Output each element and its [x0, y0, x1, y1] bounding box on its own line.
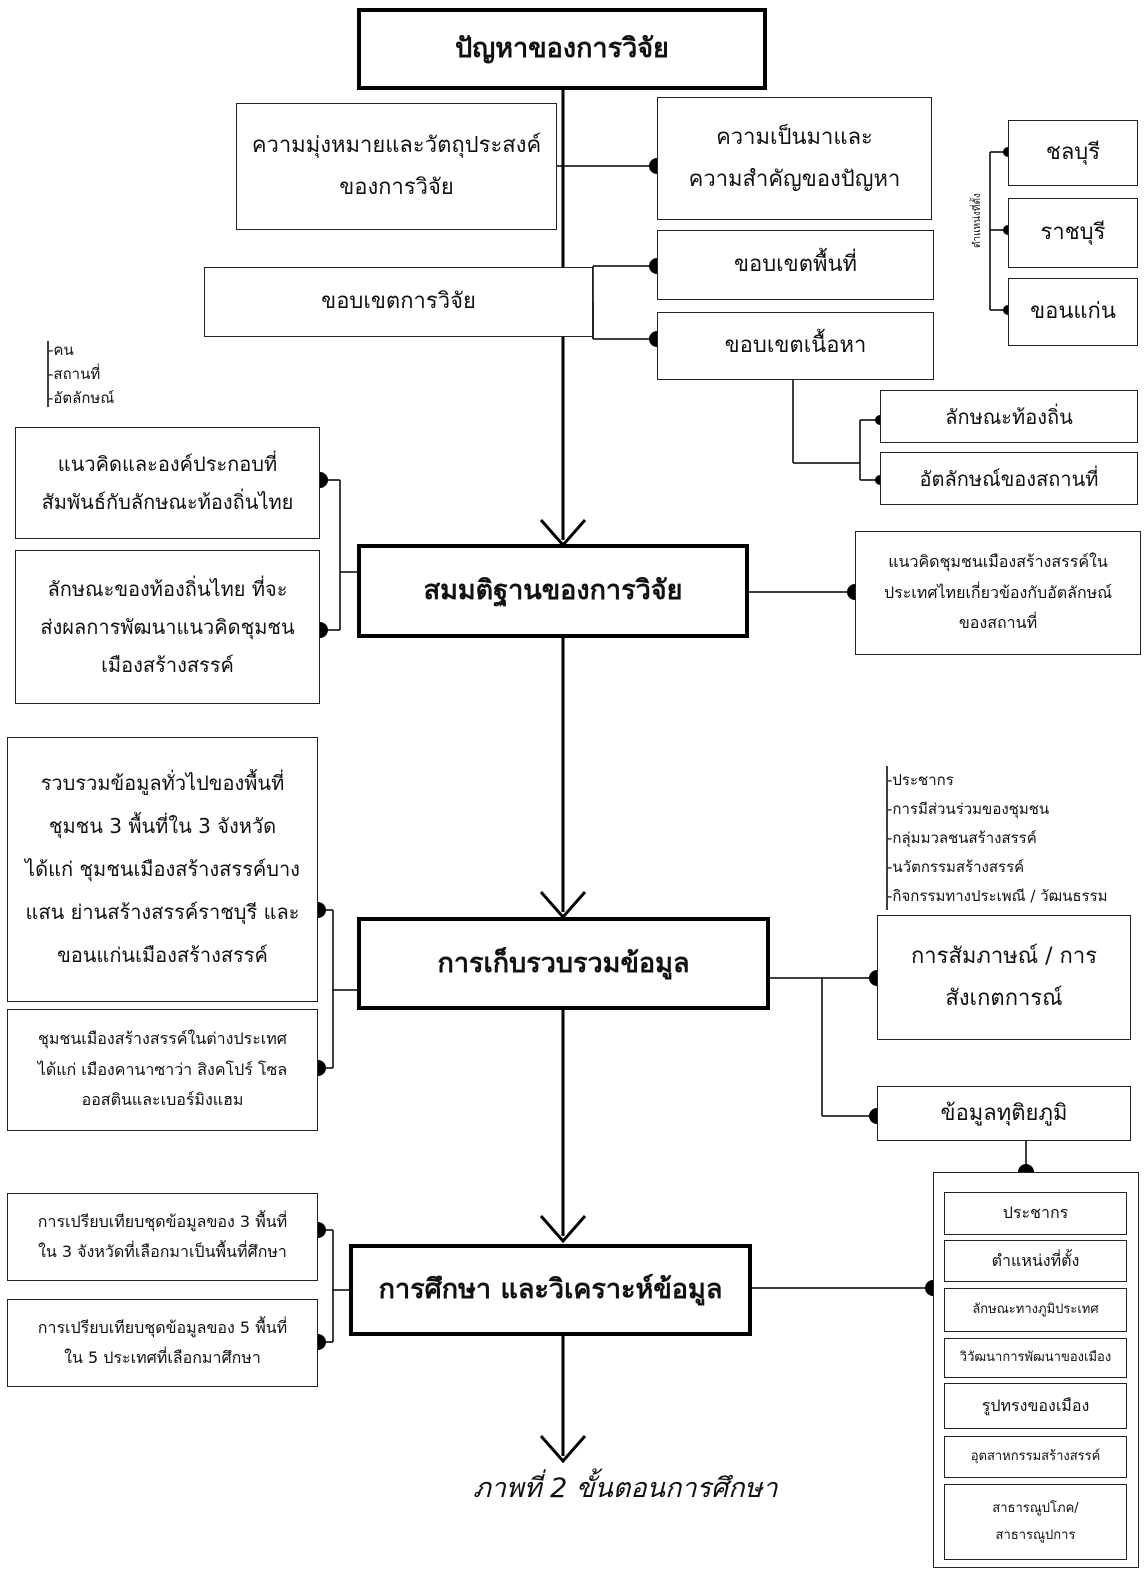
secondary-item: ประชากร	[944, 1192, 1127, 1235]
province-ratchaburi: ราชบุรี	[1008, 198, 1138, 268]
hyp-right-concept: แนวคิดชุมชนเมืองสร้างสรรค์ในประเทศไทยเกี…	[855, 531, 1141, 655]
step-hypothesis: สมมติฐานของการวิจัย	[357, 544, 749, 638]
content-local-character: ลักษณะท้องถิ่น	[880, 390, 1138, 443]
hyp-left-local-character: ลักษณะของท้องถิ่นไทย ที่จะส่งผลการพัฒนาแ…	[15, 550, 320, 704]
secondary-item: วิวัฒนาการพัฒนาของเมือง	[944, 1338, 1127, 1378]
secondary-item: อุตสาหกรรมสร้างสรรค์	[944, 1436, 1127, 1478]
hyp-left-concepts: แนวคิดและองค์ประกอบที่สัมพันธ์กับลักษณะท…	[15, 427, 320, 539]
content-scope-box: ขอบเขตเนื้อหา	[657, 312, 934, 380]
content-place-identity: อัตลักษณ์ของสถานที่	[880, 452, 1138, 505]
notes-top: -คน-สถานที่-อัตลักษณ์	[48, 341, 115, 407]
province-chonburi: ชลบุรี	[1008, 120, 1138, 186]
step-analysis: การศึกษา และวิเคราะห์ข้อมูล	[349, 1244, 752, 1336]
secondary-item: รูปทรงของเมือง	[944, 1383, 1127, 1429]
collect-right-secondary: ข้อมูลทุติยภูมิ	[877, 1086, 1131, 1141]
background-box: ความเป็นมาและความสำคัญของปัญหา	[657, 97, 932, 220]
collect-left-international: ชุมชนเมืองสร้างสรรค์ในต่างประเทศได้แก่ เ…	[7, 1009, 318, 1131]
step-problem: ปัญหาของการวิจัย	[357, 8, 767, 90]
secondary-item: ตำแหน่งที่ตั้ง	[944, 1240, 1127, 1282]
location-label: ตำแหน่งที่ตั้ง	[972, 193, 983, 248]
secondary-item: ลักษณะทางภูมิประเทศ	[944, 1288, 1127, 1332]
objectives-box: ความมุ่งหมายและวัตถุประสงค์ของการวิจัย	[236, 103, 557, 230]
figure-caption: ภาพที่ 2 ขั้นตอนการศึกษา	[473, 1473, 778, 1504]
secondary-item: สาธารณูปโภค/สาธารณูปการ	[944, 1484, 1127, 1560]
notes-collect: -ประชากร-การมีส่วนร่วมของชุมชน-กลุ่มมวลช…	[887, 771, 1108, 905]
collect-left-general: รวบรวมข้อมูลทั่วไปของพื้นที่ชุมชน 3 พื้น…	[7, 737, 318, 1002]
scope-box: ขอบเขตการวิจัย	[204, 267, 593, 337]
analysis-left-five: การเปรียบเทียบชุดข้อมูลของ 5 พื้นที่ใน 5…	[7, 1299, 318, 1387]
area-scope-box: ขอบเขตพื้นที่	[657, 230, 934, 300]
step-collection: การเก็บรวบรวมข้อมูล	[357, 917, 770, 1010]
analysis-left-three: การเปรียบเทียบชุดข้อมูลของ 3 พื้นที่ใน 3…	[7, 1193, 318, 1281]
collect-right-interview: การสัมภาษณ์ / การสังเกตการณ์	[877, 915, 1131, 1040]
province-khonkaen: ขอนแก่น	[1008, 278, 1138, 346]
